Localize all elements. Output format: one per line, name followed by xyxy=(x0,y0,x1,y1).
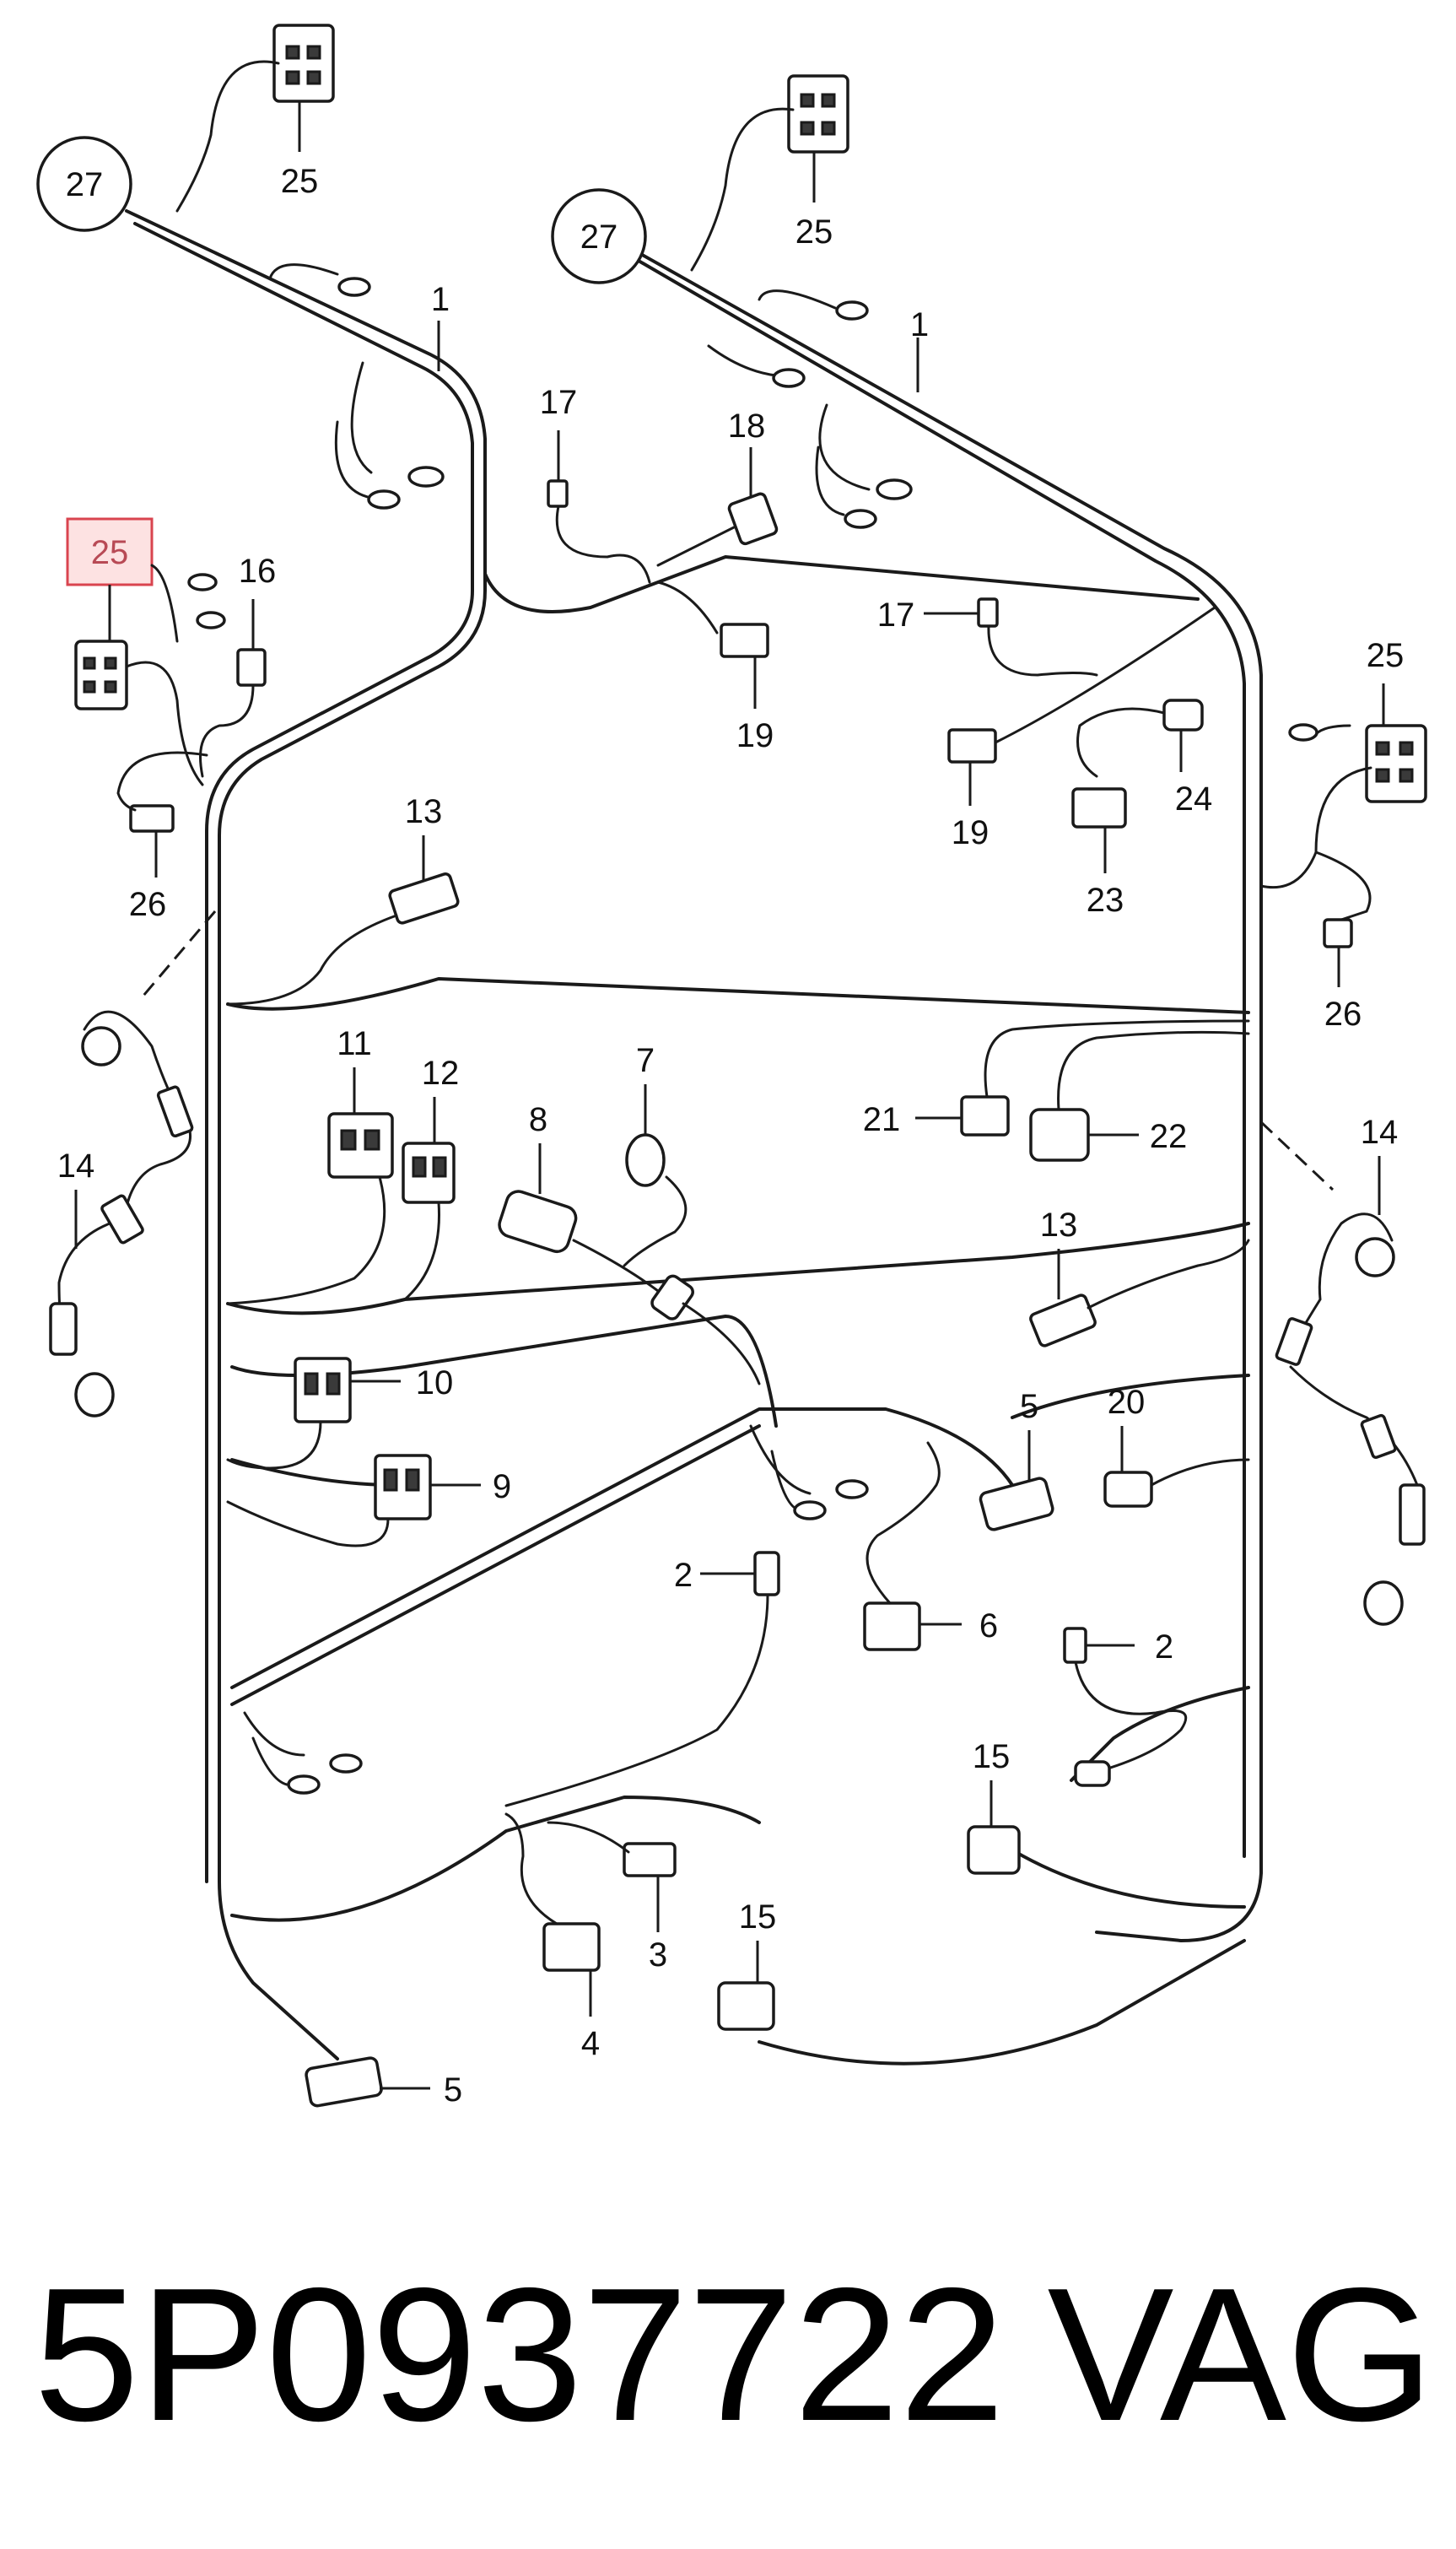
connector-11 xyxy=(226,1067,394,1305)
callout-13-right: 13 xyxy=(1040,1207,1078,1244)
ground-terminals-top-right xyxy=(707,289,913,529)
connector-7 xyxy=(623,1084,688,1267)
callout-circle-27-left: 27 xyxy=(36,136,132,232)
speed-sensor-14-right xyxy=(1259,1121,1426,1626)
connector-17-right xyxy=(924,597,1098,677)
connector-17-top xyxy=(547,430,651,584)
callout-1-left: 1 xyxy=(431,281,450,318)
callout-9: 9 xyxy=(493,1468,511,1505)
connector-26-right xyxy=(1314,851,1372,987)
connector-22 xyxy=(1029,1030,1250,1162)
connector-5-mid xyxy=(979,1430,1054,1531)
callout-6: 6 xyxy=(979,1607,998,1644)
connector-25-top-left xyxy=(175,24,335,213)
callout-25-top-left: 25 xyxy=(281,163,319,200)
callout-19-top: 19 xyxy=(736,717,774,754)
callout-3: 3 xyxy=(649,1936,667,1974)
callout-5-mid: 5 xyxy=(1020,1388,1038,1425)
connector-15-right xyxy=(967,1780,1021,1875)
callout-16: 16 xyxy=(239,553,277,590)
connector-15-bottom xyxy=(717,1941,775,2031)
ground-terminals-middle xyxy=(243,1424,869,1795)
connector-5-bottom xyxy=(305,2056,430,2108)
connector-20 xyxy=(1103,1426,1250,1508)
connector-19-right xyxy=(947,606,1216,806)
connector-23 xyxy=(1071,787,1127,873)
callout-14-left: 14 xyxy=(57,1148,95,1185)
part-caption: 5P0937722 VAG xyxy=(34,2228,1434,2481)
connector-3 xyxy=(547,1821,677,1932)
connector-12 xyxy=(402,1097,456,1301)
callout-15-bottom: 15 xyxy=(739,1898,777,1936)
callout-26-left: 26 xyxy=(129,886,167,923)
callout-25-left: 25 xyxy=(91,534,129,571)
callout-circle-27-right: 27 xyxy=(551,188,647,284)
connector-10 xyxy=(226,1357,401,1470)
callout-10: 10 xyxy=(416,1364,454,1401)
callout-4: 4 xyxy=(581,2025,600,2062)
callout-24: 24 xyxy=(1175,780,1213,818)
callout-20: 20 xyxy=(1108,1384,1146,1421)
callout-21: 21 xyxy=(863,1101,901,1138)
connector-25-top-right xyxy=(690,74,849,272)
callout-11: 11 xyxy=(337,1025,372,1062)
connector-2-right xyxy=(1063,1627,1188,1787)
callout-1-right: 1 xyxy=(910,306,929,343)
callout-14-right: 14 xyxy=(1361,1114,1399,1151)
callout-26-right: 26 xyxy=(1324,996,1362,1033)
part-number: 5P0937722 xyxy=(34,2248,1006,2460)
connector-2-left xyxy=(504,1551,780,1807)
brand-name: VAG xyxy=(1047,2248,1434,2460)
callout-22: 22 xyxy=(1150,1118,1188,1155)
callout-15-right: 15 xyxy=(973,1738,1011,1775)
callout-5-bottom: 5 xyxy=(444,2071,462,2109)
connector-9 xyxy=(226,1454,481,1547)
callout-8: 8 xyxy=(529,1101,547,1138)
connector-18 xyxy=(656,447,779,567)
callout-12: 12 xyxy=(422,1055,460,1092)
callout-18: 18 xyxy=(728,408,766,445)
connector-6 xyxy=(863,1441,962,1651)
callout-17-right: 17 xyxy=(877,597,915,634)
wiring-harness-diagram: 25 27 1 25 27 1 xyxy=(36,24,1427,2109)
callout-23: 23 xyxy=(1087,882,1124,919)
connector-21 xyxy=(915,1019,1250,1137)
callout-7: 7 xyxy=(636,1042,655,1079)
callout-27-left: 27 xyxy=(66,166,104,203)
callout-2-left: 2 xyxy=(674,1557,693,1594)
callout-25-right: 25 xyxy=(1367,637,1405,674)
connector-25-right xyxy=(1259,683,1427,889)
connector-13-left xyxy=(226,835,460,1006)
callout-2-right: 2 xyxy=(1155,1628,1173,1666)
callout-19-right: 19 xyxy=(952,814,990,851)
callout-25-top-right: 25 xyxy=(795,213,833,251)
connector-26-left xyxy=(116,751,208,878)
connector-24 xyxy=(1076,699,1204,778)
connector-25-left-highlighted xyxy=(66,517,226,786)
connector-16 xyxy=(199,599,267,778)
callout-13-left: 13 xyxy=(405,793,443,830)
connector-8 xyxy=(498,1143,761,1385)
connector-4 xyxy=(504,1812,601,2017)
ground-terminals-top-left xyxy=(268,263,445,510)
speed-sensor-14-left xyxy=(49,910,217,1418)
callout-27-right: 27 xyxy=(580,219,618,256)
connector-19-top xyxy=(656,581,769,709)
connector-13-right xyxy=(1029,1239,1250,1347)
callout-17-top: 17 xyxy=(540,384,578,421)
